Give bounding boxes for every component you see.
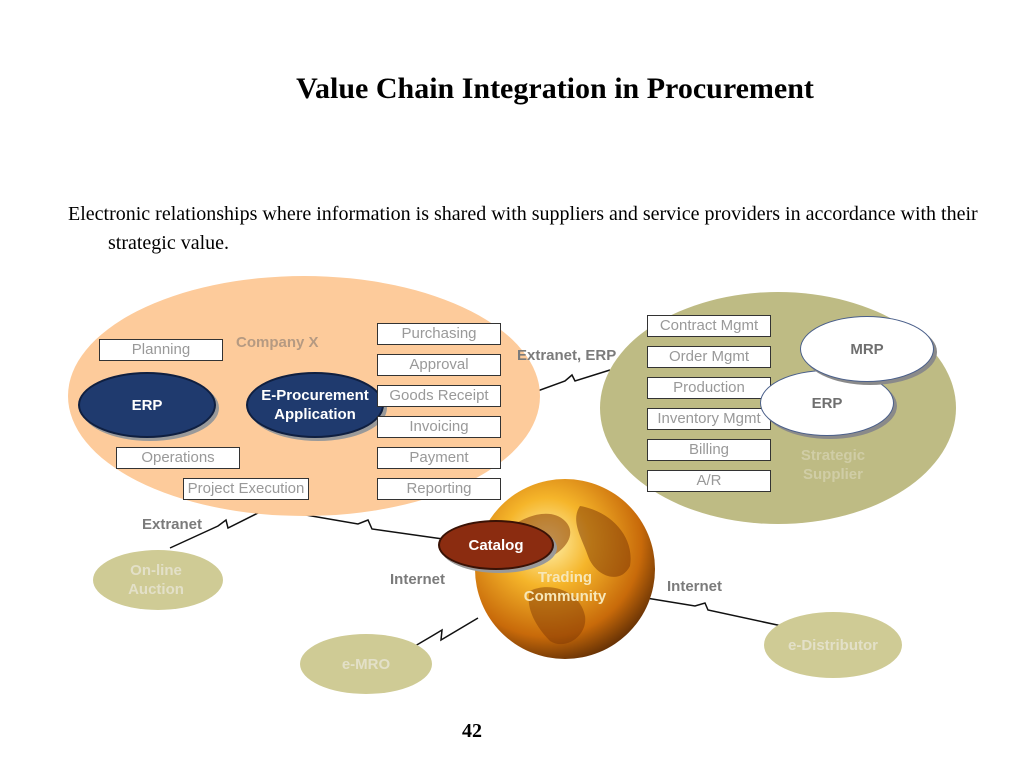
online-auction-node [93,550,223,610]
link-extranet [169,510,263,549]
catalog-node: Catalog [438,520,554,570]
project-execution-box: Project Execution [183,478,309,500]
slide-subtitle: Electronic relationships where informati… [68,203,978,254]
approval-box: Approval [377,354,501,376]
contract-mgmt-box: Contract Mgmt [647,315,771,337]
goods-receipt-box: Goods Receipt [377,385,501,407]
production-box: Production [647,377,771,399]
company-name: Company X [236,334,319,351]
inventory-mgmt-box: Inventory Mgmt [647,408,771,430]
online-auction-label: On-line Auction [128,562,184,598]
link-internet-left [299,513,451,541]
planning-box: Planning [99,339,223,361]
slide-title: Value Chain Integration in Procurement [296,72,814,105]
payment-box: Payment [377,447,501,469]
emro-node [300,634,432,694]
trading-community-label: Trading Community [523,569,607,605]
emro-label: e-MRO [341,656,391,673]
link-extranet-erp [531,369,611,394]
extranet-label: Extranet [142,516,203,533]
mrp-node: MRP [800,316,934,382]
e-distributor-label: e-Distributor [788,637,878,654]
internet-right-label: Internet [667,578,723,595]
link-emro [397,617,479,657]
extranet-erp-label: Extranet, ERP [517,347,617,364]
reporting-box: Reporting [377,478,501,500]
ar-box: A/R [647,470,771,492]
internet-left-label: Internet [390,571,446,588]
company-erp-node: ERP [78,372,216,438]
link-internet-right [639,596,783,627]
e-distributor-node [764,612,902,678]
order-mgmt-box: Order Mgmt [647,346,771,368]
page-number: 42 [462,720,482,742]
eprocurement-node: E-Procurement Application [246,372,384,438]
invoicing-box: Invoicing [377,416,501,438]
purchasing-box: Purchasing [377,323,501,345]
billing-box: Billing [647,439,771,461]
operations-box: Operations [116,447,240,469]
supplier-name: Strategic Supplier [800,447,866,483]
